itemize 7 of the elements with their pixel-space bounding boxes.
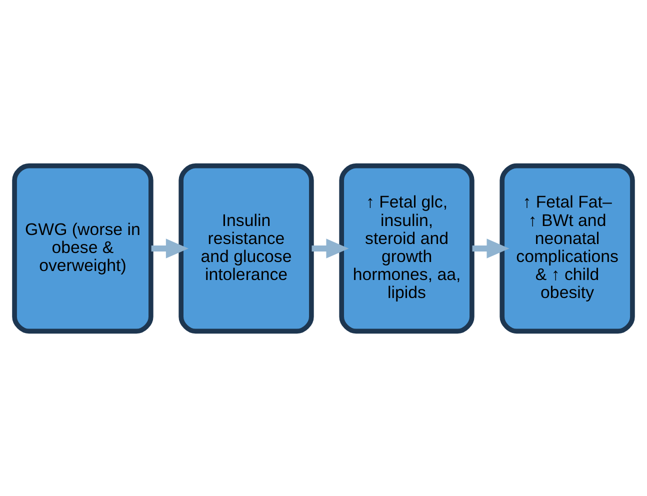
node-box: ↑ Fetal glc, insulin, steroid and growth hormones, aa, lipids — [339, 162, 474, 334]
arrow — [151, 238, 189, 258]
node-box: ↑ Fetal Fat– ↑ BWt and neonatal complications & ↑ child obesity — [500, 162, 635, 334]
node-box: Insulin resistance and glucose intolerance — [178, 162, 314, 334]
arrow — [312, 238, 349, 258]
node-box: GWG (worse in obese & overweight) — [12, 162, 154, 334]
arrow — [472, 238, 510, 258]
